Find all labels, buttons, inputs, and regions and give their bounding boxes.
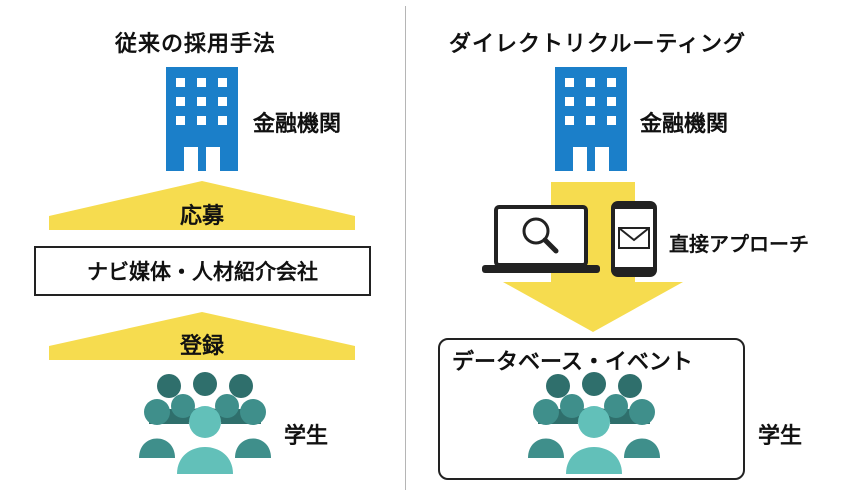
left-student-label: 学生 [284,424,329,449]
intermediary-box: ナビ媒体・人材紹介会社 [34,246,371,296]
people-icon [139,372,271,474]
building-icon [555,67,627,171]
left-title: 従来の採用手法 [115,32,277,57]
smartphone-mail-icon [611,201,657,277]
database-box [438,338,745,480]
intermediary-label: ナビ媒体・人材紹介会社 [87,260,318,284]
right-student-label: 学生 [758,424,803,449]
right-title: ダイレクトリクルーティング [449,32,747,57]
laptop-search-icon [482,205,600,273]
register-arrow [49,312,355,360]
left-institution-label: 金融機関 [253,112,342,137]
register-label: 登録 [179,334,224,359]
apply-label: 応募 [179,204,224,229]
center-divider [405,6,406,490]
building-icon [166,67,238,171]
approach-label: 直接アプローチ [669,232,809,256]
right-institution-label: 金融機関 [640,112,729,137]
database-label: データベース・イベント [452,350,693,375]
people-icon [528,372,660,474]
approach-arrow [503,182,683,332]
apply-arrow [49,181,355,230]
